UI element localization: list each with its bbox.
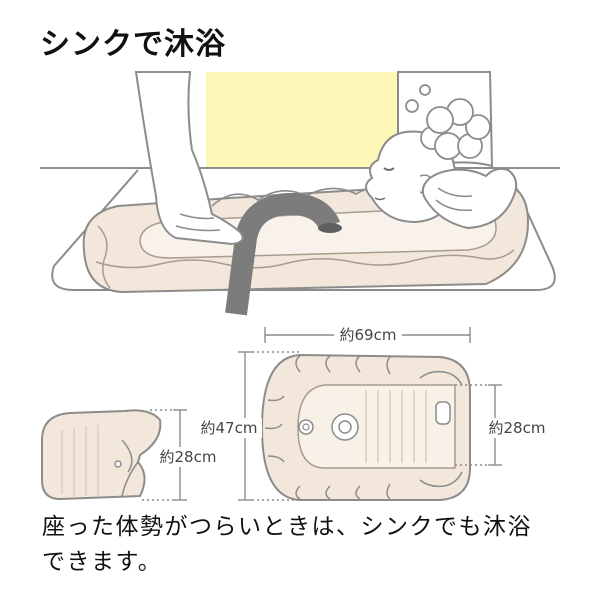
left-hand-fingers xyxy=(175,213,221,232)
caption-line: できます。 xyxy=(42,549,163,575)
side-view-body xyxy=(41,409,162,501)
bubble xyxy=(465,114,491,140)
dimension-labels: 約69cm 約47cm 約28cm 約28cm xyxy=(155,326,550,467)
sink-bathing-scene xyxy=(40,71,560,316)
top-view-stripes xyxy=(365,390,427,463)
bubble xyxy=(419,84,431,96)
tub-front-rim-wave xyxy=(95,249,515,269)
bubble xyxy=(426,106,454,134)
drain-plug-small-center xyxy=(302,423,310,431)
dim-side-height-label-bg xyxy=(155,447,221,467)
caption-line: 座った体勢がつらいときは、シンクでも沐浴 xyxy=(42,514,532,540)
dim-length-label: 約69cm xyxy=(340,326,397,344)
right-hand-fingers xyxy=(435,187,473,212)
tub-left-end-fold xyxy=(97,225,111,289)
drain-plug-large-center xyxy=(338,420,352,434)
top-view-basin xyxy=(297,384,456,469)
caregiver-shirt xyxy=(206,72,398,168)
drain-plug-small xyxy=(298,419,314,435)
sink-basin xyxy=(51,169,556,291)
caregiver-left-arm xyxy=(134,71,244,246)
caregiver-right-hand xyxy=(421,167,518,230)
dim-width-label-bg xyxy=(196,418,262,438)
side-view-valve xyxy=(114,460,122,468)
bubble xyxy=(405,99,419,113)
tub-side-view xyxy=(41,409,162,501)
dim-inner-width-label: 約28cm xyxy=(489,419,546,437)
side-view-fold xyxy=(121,439,139,497)
top-view-pillow-scallops xyxy=(264,355,463,500)
side-view-stripes xyxy=(61,425,99,496)
tub-top-view xyxy=(260,353,471,501)
soap-bubbles xyxy=(405,84,491,160)
faucet xyxy=(225,192,341,316)
baby-eye xyxy=(383,167,395,171)
caption: 座った体勢がつらいときは、シンクでも沐浴 できます。 xyxy=(42,510,582,580)
page-title: シンクで沐浴 xyxy=(40,27,226,62)
baby-mouth xyxy=(374,197,386,201)
dim-side-height-label: 約28cm xyxy=(160,448,217,466)
faucet-spout-tip xyxy=(318,223,342,233)
dim-length-label-bg xyxy=(334,326,402,344)
dim-inner-width-label-bg xyxy=(484,418,550,438)
dimension-lines xyxy=(142,327,502,501)
drain-plug-large xyxy=(331,413,359,441)
dim-width-label: 約47cm xyxy=(201,419,258,437)
top-view-handle xyxy=(435,401,451,425)
